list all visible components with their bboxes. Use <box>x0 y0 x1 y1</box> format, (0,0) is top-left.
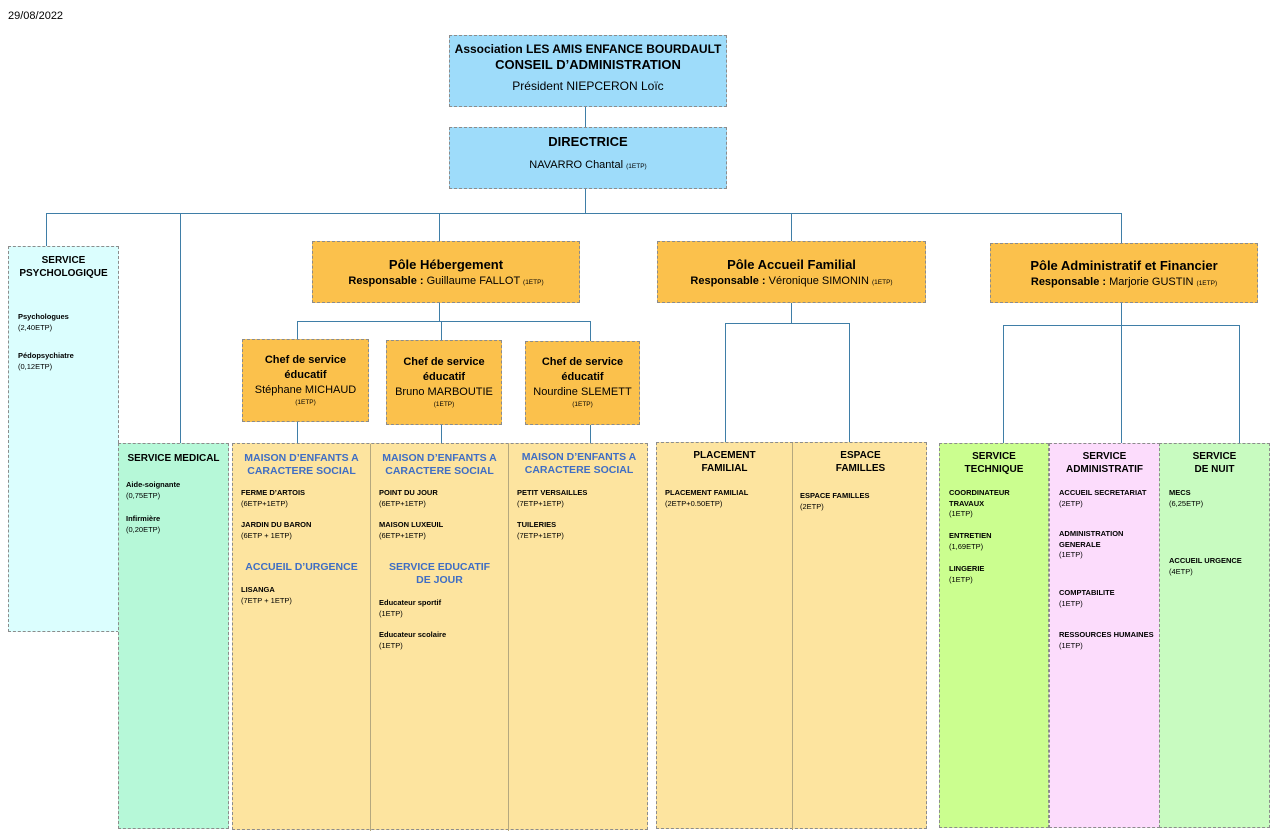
chef-title: Chef de service <box>264 354 347 366</box>
resp-label: Responsable : <box>1030 276 1107 288</box>
technique-heading: SERVICE <box>972 451 1016 462</box>
pole-hebergement-title: Pôle Hébergement <box>388 257 504 272</box>
list-item: POINT DU JOUR(6ETP+1ETP) <box>379 488 438 508</box>
mecs-heading: CARACTERE SOCIAL <box>385 465 494 477</box>
resp-label: Responsable : <box>348 275 424 287</box>
medical-service-box: SERVICE MEDICAL Aide-soignante(0,75ETP) … <box>118 443 229 829</box>
mecs-heading: MAISON D’ENFANTS A <box>244 452 359 464</box>
list-item: Infirmière(0,20ETP) <box>126 514 161 534</box>
placement-column: PLACEMENT FAMILIAL PLACEMENT FAMILIAL(2E… <box>657 443 792 508</box>
list-item: RESSOURCES HUMAINES(1ETP) <box>1059 630 1154 650</box>
accueil-familial-group: PLACEMENT FAMILIAL PLACEMENT FAMILIAL(2E… <box>656 442 928 830</box>
placement-heading: PLACEMENT <box>693 450 756 461</box>
list-item: LINGERIE(1ETP) <box>949 564 985 584</box>
resp-label: Responsable : <box>690 275 766 287</box>
list-item: PETIT VERSAILLES(7ETP+1ETP) <box>517 488 588 508</box>
mecs-heading: MAISON D’ENFANTS A <box>382 452 497 464</box>
chef-service-box: Chef de service éducatif Nourdine SLEMET… <box>525 341 640 425</box>
list-item: PLACEMENT FAMILIAL(2ETP+0.50ETP) <box>665 488 749 508</box>
nuit-heading: DE NUIT <box>1194 464 1235 475</box>
pole-hebergement-box: Pôle Hébergement Responsable : Guillaume… <box>312 241 580 303</box>
list-item: FERME D’ARTOIS(6ETP+1ETP) <box>241 488 306 508</box>
psy-title-2: PSYCHOLOGIQUE <box>19 268 108 279</box>
chef-title: Chef de service <box>541 356 624 368</box>
pole-admin-title: Pôle Administratif et Financier <box>1030 258 1218 273</box>
mecs-heading: MAISON D’ENFANTS A <box>521 451 637 463</box>
chef-title: éducatif <box>422 371 466 383</box>
resp-etp: (1ETP) <box>523 279 544 286</box>
mecs-column-2: MAISON D’ENFANTS A CARACTERE SOCIAL POIN… <box>371 444 508 650</box>
urgence-heading: ACCUEIL D’URGENCE <box>245 561 358 573</box>
list-item: COMPTABILITE(1ETP) <box>1059 588 1115 608</box>
chef-etp: (1ETP) <box>572 401 593 408</box>
administratif-heading: ADMINISTRATIF <box>1065 464 1144 475</box>
director-box: DIRECTRICE NAVARRO Chantal (1ETP) <box>449 127 727 189</box>
educatif-jour-heading: SERVICE EDUCATIF <box>388 561 491 573</box>
board-title: CONSEIL D’ADMINISTRATION <box>495 57 681 72</box>
list-item: ESPACE FAMILLES(2ETP) <box>800 491 870 511</box>
resp-etp: (1ETP) <box>871 279 893 286</box>
chef-service-box: Chef de service éducatif Bruno MARBOUTIE… <box>386 340 502 425</box>
list-item: COORDINATEUR TRAVAUX(1ETP) <box>949 488 1010 518</box>
educatif-jour-heading: DE JOUR <box>416 574 463 586</box>
date-label: 29/08/2022 <box>8 10 64 22</box>
administratif-service-box: SERVICE ADMINISTRATIF ACCUEIL SECRETARIA… <box>1049 443 1160 828</box>
administratif-heading: SERVICE <box>1082 451 1127 462</box>
nuit-heading: SERVICE <box>1192 451 1237 462</box>
list-item: ADMINISTRATION GENERALE(1ETP) <box>1059 529 1124 559</box>
resp-name: Guillaume FALLOT <box>426 275 520 287</box>
technique-heading: TECHNIQUE <box>964 464 1024 475</box>
president-name: Président NIEPCERON Loïc <box>512 79 664 93</box>
list-item: ACCUEIL SECRETARIAT(2ETP) <box>1059 488 1147 508</box>
list-item: Educateur sportif(1ETP) <box>379 598 442 618</box>
resp-name: Marjorie GUSTIN <box>1109 276 1194 288</box>
espace-column: ESPACE FAMILLES ESPACE FAMILLES(2ETP) <box>793 443 928 511</box>
mecs-column-3: MAISON D’ENFANTS A CARACTERE SOCIAL PETI… <box>509 444 649 540</box>
chef-name: Stéphane MICHAUD <box>254 384 357 396</box>
list-item: MECS(6,25ETP) <box>1169 488 1204 508</box>
director-name: NAVARRO Chantal <box>529 159 624 171</box>
list-item: JARDIN DU BARON(6ETP + 1ETP) <box>241 520 312 540</box>
placement-heading: FAMILIAL <box>701 463 748 474</box>
list-item: ACCUEIL URGENCE(4ETP) <box>1169 556 1242 576</box>
chef-name: Bruno MARBOUTIE <box>395 386 493 398</box>
chef-title: éducatif <box>561 371 604 383</box>
nuit-service-box: SERVICE DE NUIT MECS(6,25ETP) ACCUEIL UR… <box>1159 443 1270 828</box>
board-box: Association LES AMIS ENFANCE BOURDAULT C… <box>449 35 727 107</box>
psy-service-box: SERVICE PSYCHOLOGIQUE Psychologues(2,40E… <box>8 246 119 632</box>
chef-title: éducatif <box>284 369 327 381</box>
espace-heading: ESPACE <box>840 450 881 461</box>
list-item: Psychologues(2,40ETP) <box>18 312 69 332</box>
list-item: TUILERIES(7ETP+1ETP) <box>517 520 564 540</box>
list-item: Educateur scolaire(1ETP) <box>379 630 447 650</box>
chef-service-box: Chef de service éducatif Stéphane MICHAU… <box>242 339 369 422</box>
pole-accueil-box: Pôle Accueil Familial Responsable : Véro… <box>657 241 926 303</box>
resp-name: Véronique SIMONIN <box>768 275 869 287</box>
list-item: Pédopsychiatre(0,12ETP) <box>18 351 74 371</box>
director-etp: (1ETP) <box>626 163 647 170</box>
chef-title: Chef de service <box>403 356 485 368</box>
chef-etp: (1ETP) <box>295 399 316 406</box>
list-item: Aide-soignante(0,75ETP) <box>126 480 181 500</box>
psy-title-1: SERVICE <box>41 255 86 266</box>
list-item: LISANGA(7ETP + 1ETP) <box>241 585 292 605</box>
pole-admin-box: Pôle Administratif et Financier Responsa… <box>990 243 1258 303</box>
chef-etp: (1ETP) <box>433 401 455 408</box>
list-item: ENTRETIEN(1,69ETP) <box>949 531 992 551</box>
medical-title: SERVICE MEDICAL <box>127 453 220 464</box>
chef-name: Nourdine SLEMETT <box>533 386 632 398</box>
association-name: Association LES AMIS ENFANCE BOURDAULT <box>454 42 722 56</box>
director-title: DIRECTRICE <box>548 134 628 149</box>
resp-etp: (1ETP) <box>1196 280 1218 287</box>
mecs-column-1: MAISON D’ENFANTS A CARACTERE SOCIAL FERM… <box>233 444 370 605</box>
list-item: MAISON LUXEUIL(6ETP+1ETP) <box>379 520 444 540</box>
pole-accueil-title: Pôle Accueil Familial <box>727 257 856 272</box>
technique-service-box: SERVICE TECHNIQUE COORDINATEUR TRAVAUX(1… <box>939 443 1049 828</box>
mecs-heading: CARACTERE SOCIAL <box>524 464 634 476</box>
espace-heading: FAMILLES <box>835 463 886 474</box>
mecs-group: MAISON D’ENFANTS A CARACTERE SOCIAL FERM… <box>232 443 649 831</box>
mecs-heading: CARACTERE SOCIAL <box>247 465 356 477</box>
